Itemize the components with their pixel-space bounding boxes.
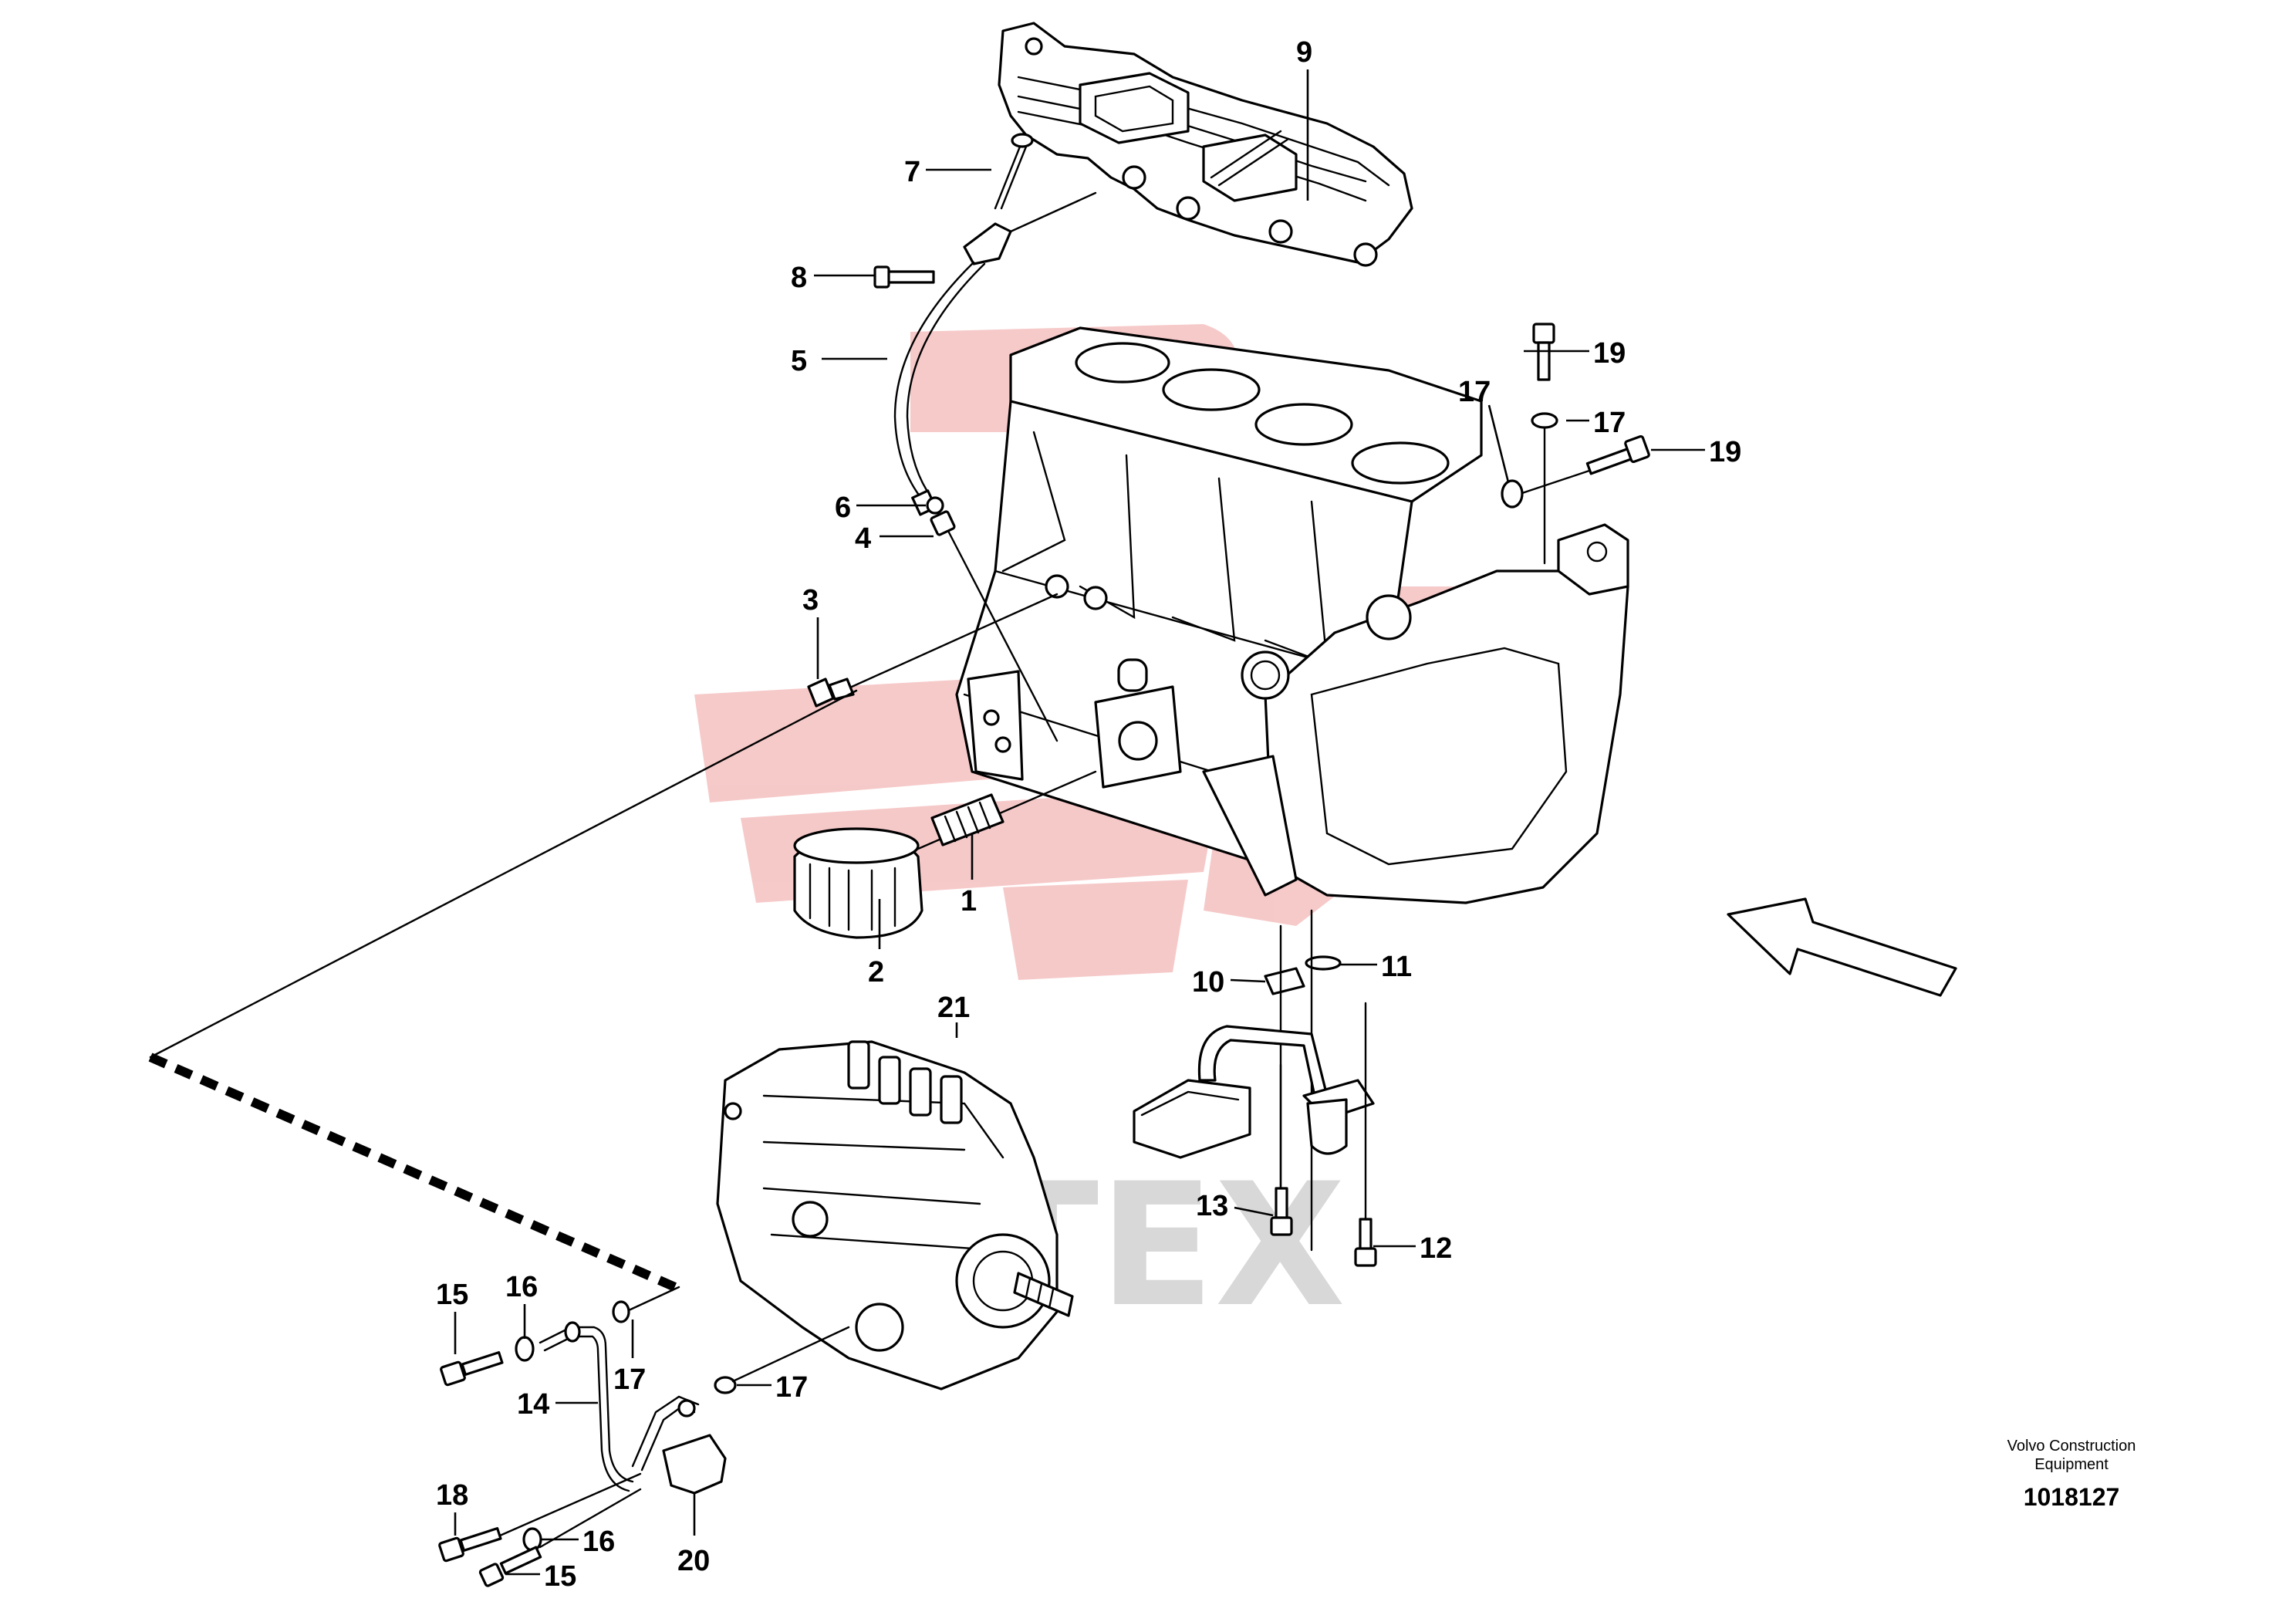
washer-part-17-lower-right	[714, 1326, 850, 1394]
callout-6: 6	[835, 492, 851, 524]
callout-15-upper: 15	[436, 1279, 468, 1311]
callout-9: 9	[1296, 36, 1312, 69]
fuel-line-part-14	[539, 1321, 634, 1492]
callout-11: 11	[1381, 951, 1412, 983]
washer-part-17-lower-left	[612, 1286, 680, 1323]
washer-part-16-lower	[522, 1527, 542, 1552]
drawing-number: 1018127	[2023, 1483, 2120, 1511]
sensor-part-3	[807, 593, 1059, 708]
callout-17-lower-right: 17	[775, 1371, 808, 1404]
injection-pump-part-21	[716, 1040, 1074, 1391]
callout-17-right: 17	[1593, 407, 1626, 439]
callout-7: 7	[904, 156, 920, 188]
bolt-part-8	[873, 265, 935, 289]
credit-company-line2: Equipment	[2034, 1456, 2109, 1473]
callout-5: 5	[791, 345, 807, 377]
callout-21: 21	[937, 992, 970, 1024]
credit-company-line1: Volvo Construction	[2007, 1438, 2136, 1455]
dipstick-part-7	[994, 133, 1034, 210]
bolt-part-15-upper	[440, 1351, 504, 1387]
callout-16-upper: 16	[505, 1271, 538, 1303]
callouts: 1 2 3 4 5 6 7 8 9 10 11 12 13 14 15 15 1…	[436, 36, 1741, 1593]
callout-1: 1	[961, 885, 977, 917]
callout-19-upper: 19	[1593, 337, 1626, 370]
view-direction-arrow	[1727, 897, 1957, 997]
callout-17-lower-left: 17	[613, 1363, 646, 1396]
bolt-part-13	[1270, 1063, 1293, 1236]
callout-16-lower: 16	[582, 1526, 615, 1558]
callout-20: 20	[677, 1545, 710, 1577]
callout-3: 3	[802, 584, 819, 617]
callout-13: 13	[1196, 1190, 1228, 1222]
leader-lines	[454, 69, 1705, 1576]
callout-17-top: 17	[1458, 376, 1491, 408]
seal-part-4	[930, 510, 1059, 742]
oil-strainer	[1133, 1025, 1375, 1159]
washer-part-17-left	[1501, 479, 1524, 509]
bolt-part-18	[438, 1472, 642, 1563]
callout-8: 8	[791, 262, 807, 294]
callout-2: 2	[868, 956, 884, 988]
washer-part-16-upper	[515, 1336, 535, 1362]
intake-manifold-part-9	[998, 22, 1413, 267]
threaded-nipple-part-1	[930, 793, 1004, 846]
bolt-part-12	[1354, 1002, 1377, 1267]
bracket-part-20	[631, 1395, 727, 1495]
callout-15-lower: 15	[544, 1560, 576, 1593]
callout-10: 10	[1192, 966, 1224, 999]
cylinder-block	[955, 326, 1629, 904]
credit-block: Volvo Construction Equipment 1018127	[1944, 1437, 2199, 1512]
callout-18: 18	[436, 1479, 468, 1512]
bolt-part-19-right	[1518, 434, 1650, 495]
callout-4: 4	[855, 522, 871, 555]
relation-line	[148, 689, 858, 1292]
oil-filter-part-2	[793, 770, 1097, 939]
bolt-part-15-lower	[478, 1488, 642, 1587]
oring-part-6	[926, 496, 944, 515]
washer-part-17-upper	[1531, 412, 1558, 565]
callout-12: 12	[1420, 1232, 1452, 1265]
callout-19-right: 19	[1709, 436, 1741, 468]
callout-14: 14	[517, 1388, 549, 1421]
